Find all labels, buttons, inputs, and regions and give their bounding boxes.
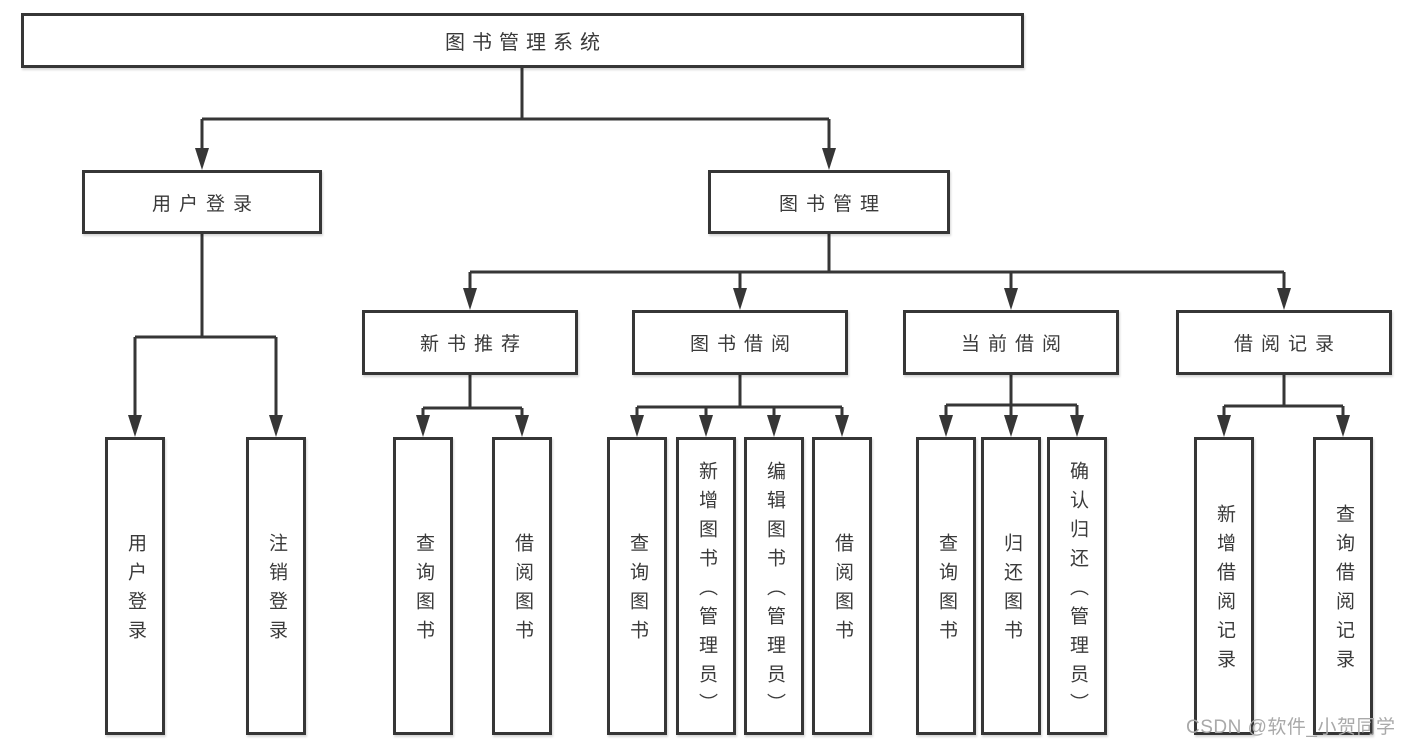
arrowheads — [128, 148, 1350, 437]
connector-bookborrow-to-leaves — [635, 375, 844, 418]
connector-newbook-to-leaves — [421, 375, 524, 418]
arrowhead-icon — [515, 415, 529, 437]
node-book-borrow: 图书借阅 — [632, 310, 848, 375]
leaf-query-books-recommend: 查询图书 — [393, 437, 453, 735]
arrowhead-icon — [195, 148, 209, 170]
leaf-confirm-return-admin: 确认归还（管理员） — [1047, 437, 1107, 735]
leaf-edit-book-admin: 编辑图书（管理员） — [744, 437, 804, 735]
node-book-management: 图书管理 — [708, 170, 950, 234]
arrowhead-icon — [1004, 415, 1018, 437]
arrowhead-icon — [630, 415, 644, 437]
leaf-add-borrow-record: 新增借阅记录 — [1194, 437, 1254, 735]
node-borrow-records: 借阅记录 — [1176, 310, 1392, 375]
arrowhead-icon — [416, 415, 430, 437]
leaf-borrow-books-borrow: 借阅图书 — [812, 437, 872, 735]
leaf-user-login: 用户登录 — [105, 437, 165, 735]
arrowhead-icon — [939, 415, 953, 437]
connector-currentborrow-to-leaves — [944, 375, 1079, 418]
leaf-query-books-current: 查询图书 — [916, 437, 976, 735]
leaf-return-books: 归还图书 — [981, 437, 1041, 735]
arrowhead-icon — [1217, 415, 1231, 437]
connector-userlogin-to-leaves — [133, 234, 278, 417]
connector-borrowrecords-to-leaves — [1222, 375, 1345, 418]
leaf-query-books-borrow: 查询图书 — [607, 437, 667, 735]
node-user-login: 用户登录 — [82, 170, 322, 234]
arrowhead-icon — [733, 288, 747, 310]
leaf-borrow-books-recommend: 借阅图书 — [492, 437, 552, 735]
node-new-book-recommend: 新书推荐 — [362, 310, 578, 375]
arrowhead-icon — [699, 415, 713, 437]
arrowhead-icon — [822, 148, 836, 170]
watermark-text: CSDN @软件_小贺同学 — [1186, 717, 1396, 738]
arrowhead-icon — [1070, 415, 1084, 437]
leaf-logout: 注销登录 — [246, 437, 306, 735]
arrowhead-icon — [463, 288, 477, 310]
arrowhead-icon — [128, 415, 142, 437]
arrowhead-icon — [835, 415, 849, 437]
node-current-borrow: 当前借阅 — [903, 310, 1119, 375]
arrowhead-icon — [269, 415, 283, 437]
leaf-add-book-admin: 新增图书（管理员） — [676, 437, 736, 735]
arrowhead-icon — [767, 415, 781, 437]
arrowhead-icon — [1277, 288, 1291, 310]
connector-bookmgmt-to-level3 — [468, 234, 1286, 290]
arrowhead-icon — [1336, 415, 1350, 437]
arrowhead-icon — [1004, 288, 1018, 310]
connector-root-to-level2 — [200, 68, 831, 150]
leaf-query-borrow-record: 查询借阅记录 — [1313, 437, 1373, 735]
node-library-management-system: 图书管理系统 — [21, 13, 1024, 68]
